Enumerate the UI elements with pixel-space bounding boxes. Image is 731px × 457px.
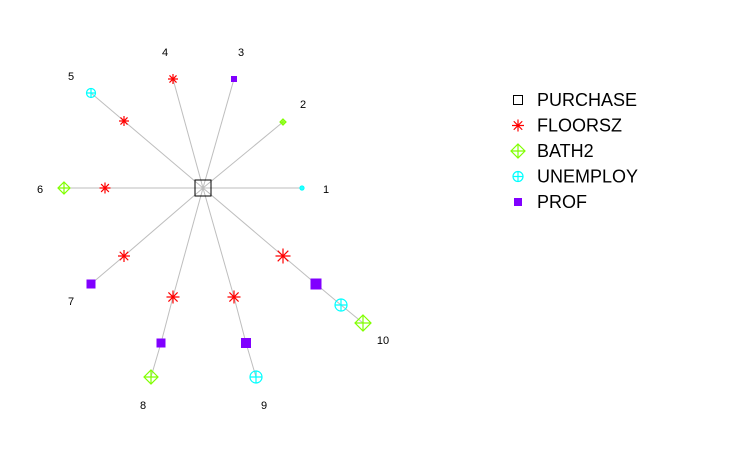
spoke-edge-2 (202, 121, 284, 189)
spoke-label-1: 1 (323, 184, 329, 196)
spoke-edge-5 (90, 92, 204, 189)
legend-symbol-purchase (513, 95, 523, 105)
edges-layer (64, 78, 364, 378)
node-prof-spoke-7 (86, 279, 96, 289)
node-floorsz-spoke-5 (119, 116, 129, 126)
spoke-edge-9 (202, 187, 257, 378)
node-floorsz-spoke-4 (168, 74, 178, 84)
legend-label-floorsz: FLOORSZ (537, 115, 622, 135)
spoke-label-2: 2 (300, 99, 306, 111)
node-unemploy-spoke-9 (249, 370, 263, 384)
node-unemploy-spoke-1 (299, 185, 305, 191)
node-floorsz-spoke-6 (99, 182, 111, 194)
legend-symbol-floorsz (512, 119, 524, 132)
spoke-labels-layer: 1 2 3 4 5 6 7 8 9 10 (37, 47, 389, 412)
node-bath2-spoke-2 (279, 118, 287, 126)
spoke-edge-7 (90, 187, 204, 285)
legend-symbol-prof (514, 198, 522, 206)
node-purchase-center (194, 179, 212, 197)
legend-item-floorsz: FLOORSZ (512, 115, 622, 135)
node-prof-spoke-10 (310, 278, 322, 290)
spoke-label-8: 8 (140, 400, 146, 412)
legend-label-purchase: PURCHASE (537, 90, 637, 110)
node-bath2-spoke-10 (354, 314, 372, 332)
spoke-label-6: 6 (37, 184, 43, 196)
spoke-edge-3 (202, 78, 235, 189)
node-bath2-spoke-6 (57, 181, 71, 195)
legend-item-bath2: BATH2 (510, 141, 594, 161)
legend-label-prof: PROF (537, 192, 587, 212)
node-floorsz-spoke-7 (118, 250, 130, 262)
spoke-label-10: 10 (377, 335, 389, 347)
spoke-label-9: 9 (261, 400, 267, 412)
legend-label-bath2: BATH2 (537, 141, 594, 161)
spoke-edge-4 (172, 78, 204, 189)
spoke-label-7: 7 (68, 296, 74, 308)
spoke-label-4: 4 (162, 47, 168, 59)
legend-label-unemploy: UNEMPLOY (537, 166, 638, 186)
node-prof-spoke-3 (231, 76, 237, 82)
node-floorsz-spoke-9 (227, 290, 241, 304)
node-bath2-spoke-8 (143, 369, 159, 385)
node-prof-spoke-8 (156, 338, 166, 348)
node-unemploy-spoke-5 (85, 87, 97, 99)
spoke-label-3: 3 (238, 47, 244, 59)
node-prof-spoke-9 (241, 338, 251, 348)
node-floorsz-spoke-10 (275, 248, 291, 264)
spoke-edge-8 (150, 187, 204, 378)
legend-item-unemploy: UNEMPLOY (512, 166, 638, 186)
node-floorsz-spoke-8 (166, 290, 180, 304)
legend-symbol-unemploy (512, 170, 524, 183)
node-unemploy-spoke-10 (334, 298, 348, 312)
legend-item-prof: PROF (514, 192, 587, 212)
legend-item-purchase: PURCHASE (513, 90, 637, 110)
nodes-layer (57, 74, 372, 385)
legend-symbol-bath2 (510, 143, 526, 159)
spoke-label-5: 5 (68, 71, 74, 83)
